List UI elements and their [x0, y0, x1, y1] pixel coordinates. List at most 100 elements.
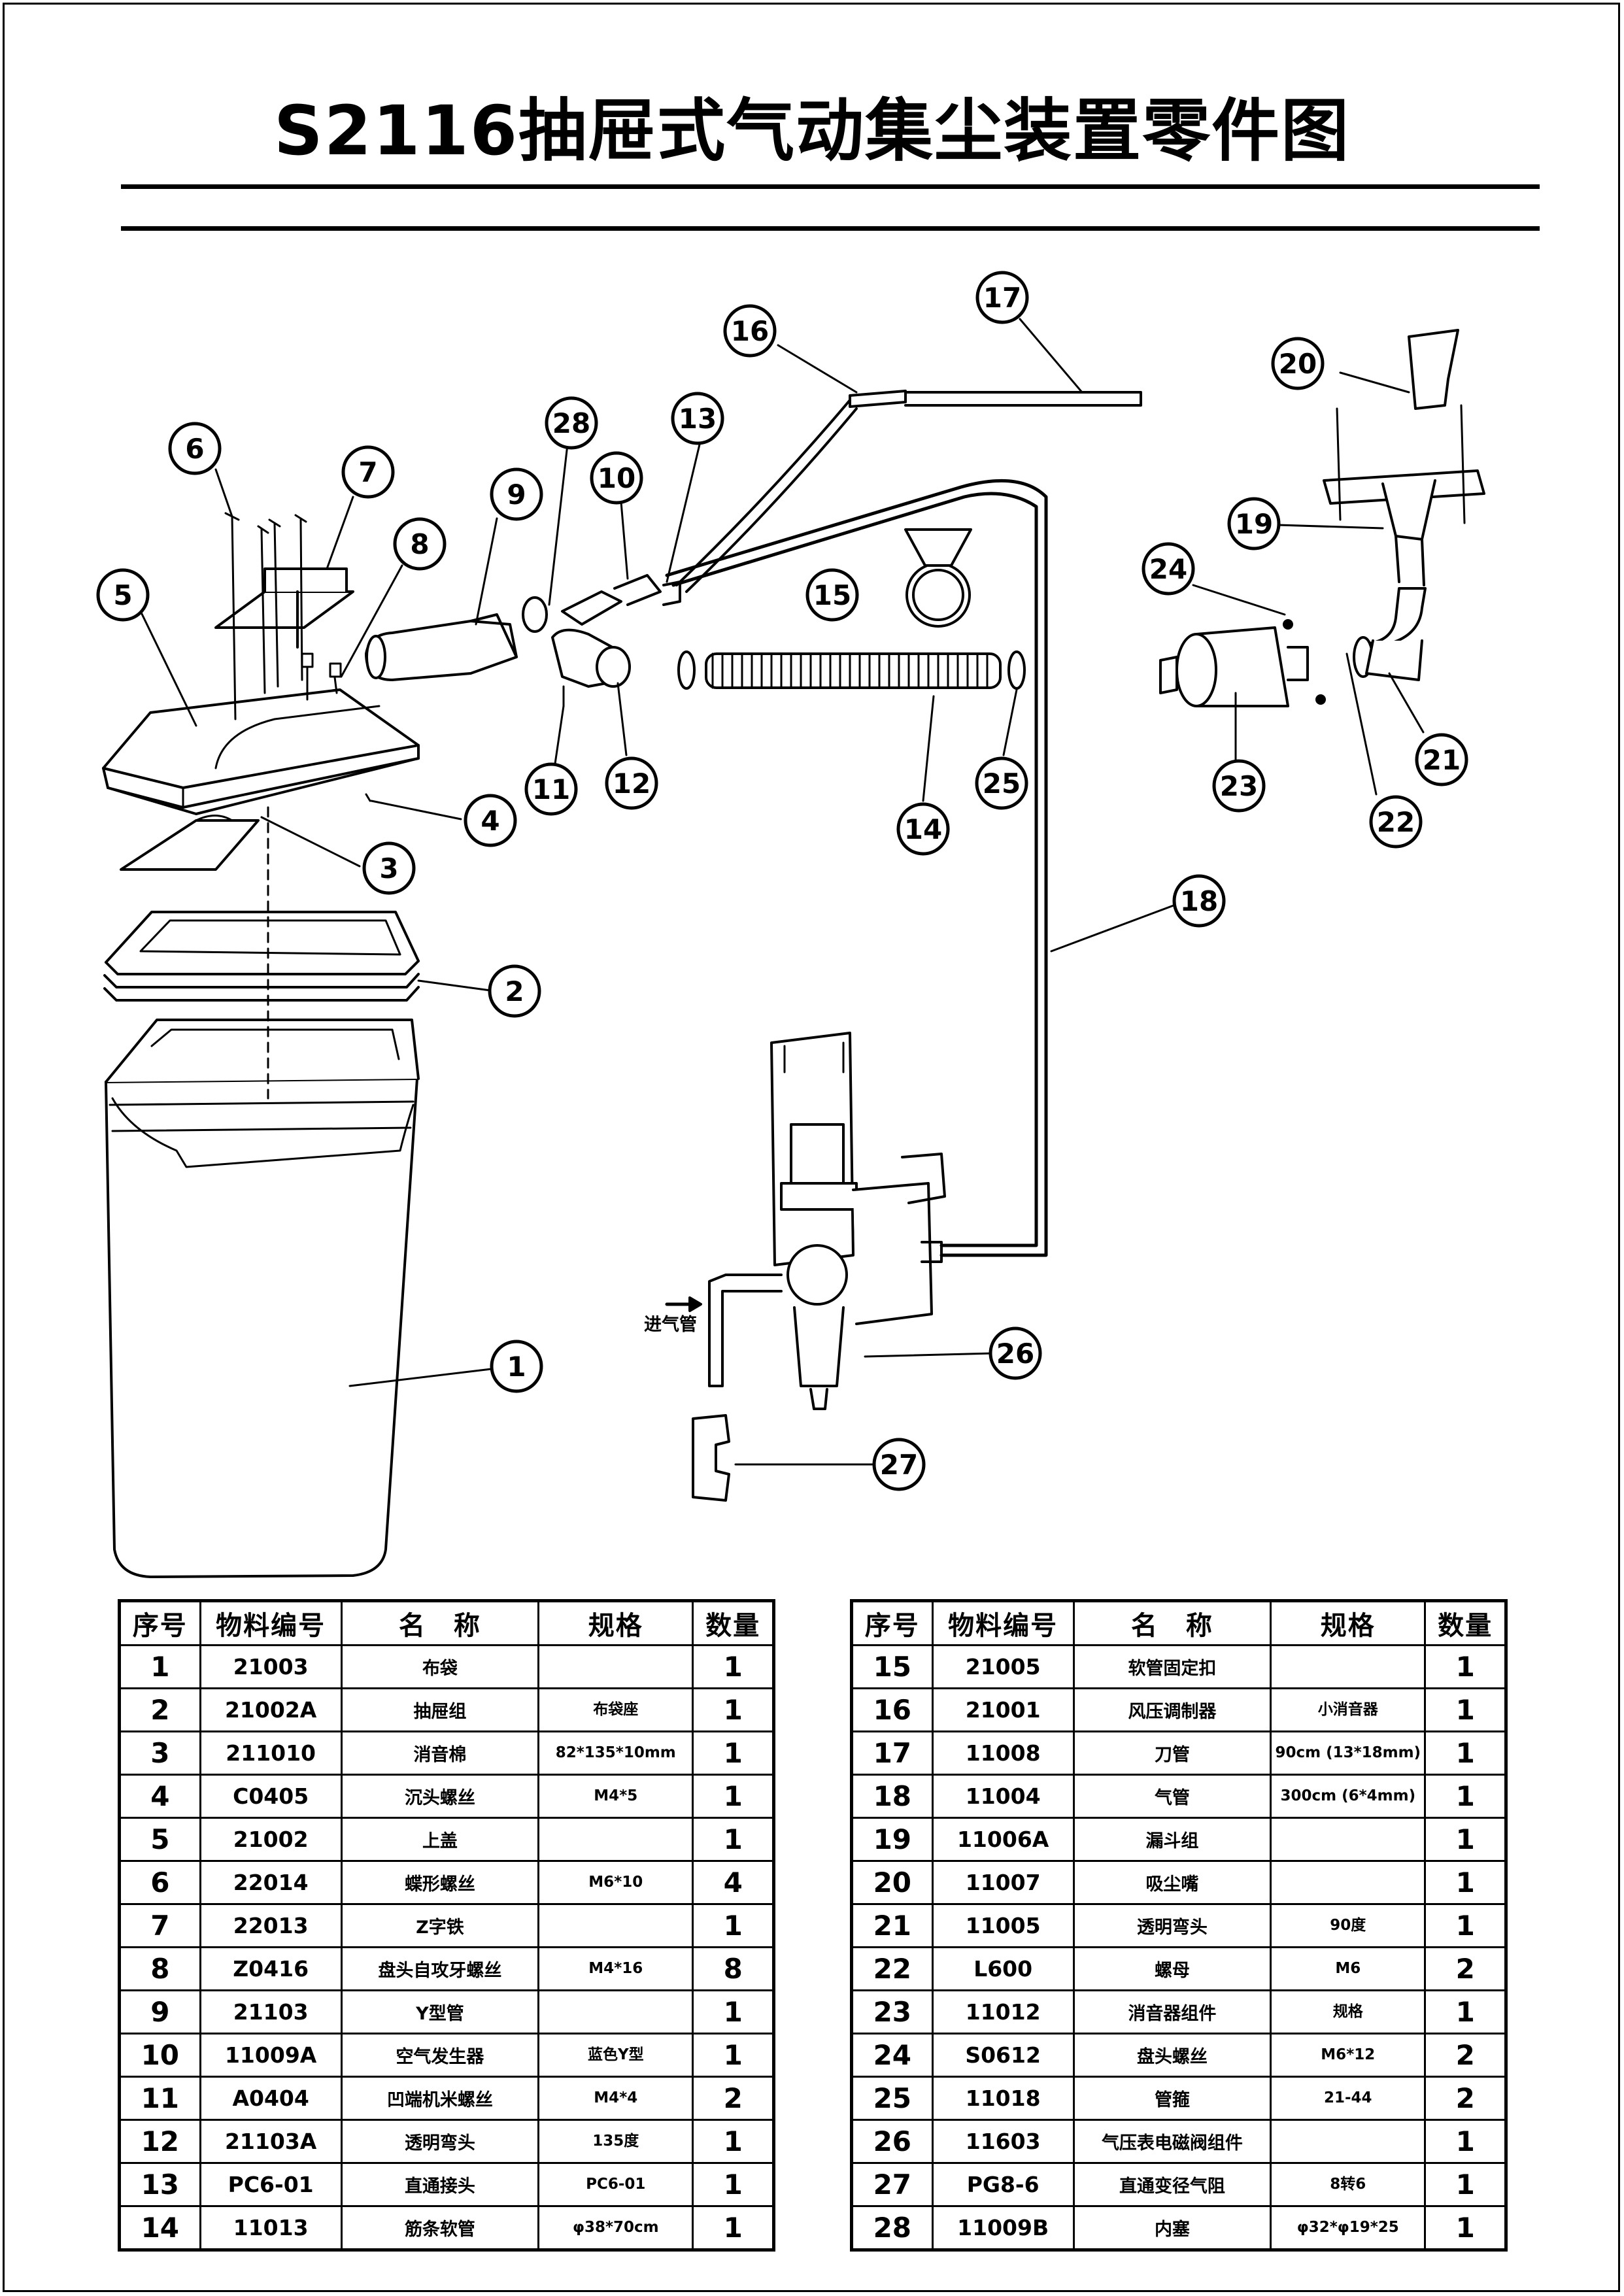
header-seq: 序号 — [851, 1600, 934, 1646]
part-ribbed-hose — [677, 650, 1026, 690]
cell-code: PC6-01 — [199, 2162, 343, 2207]
callout-circle — [168, 422, 222, 475]
callout-circle — [545, 396, 598, 450]
callout-circle — [723, 304, 777, 358]
cell-seq: 19 — [851, 1817, 934, 1862]
cell-spec: φ32*φ19*25 — [1270, 2205, 1427, 2251]
callout-number: 2 — [505, 975, 524, 1007]
callout-15: 15 — [805, 568, 859, 622]
cell-qty: 2 — [1424, 2033, 1507, 2078]
cell-spec: 布袋座 — [537, 1687, 694, 1732]
callout-circle — [488, 964, 541, 1018]
cell-code: 22014 — [199, 1860, 343, 1905]
callout-8: 8 — [393, 517, 447, 571]
cell-spec: 小消音器 — [1270, 1687, 1427, 1732]
cell-name: 气压表电磁阀组件 — [1072, 2119, 1272, 2164]
cell-name: 吸尘嘴 — [1072, 1860, 1272, 1905]
callout-18: 18 — [1172, 874, 1226, 928]
callout-7: 7 — [341, 445, 395, 499]
cell-qty: 1 — [692, 2119, 775, 2164]
cell-qty: 1 — [1424, 2162, 1507, 2207]
cell-spec — [537, 1644, 694, 1689]
cell-qty: 1 — [1424, 1644, 1507, 1689]
callout-circle — [362, 841, 416, 895]
cell-spec — [1270, 1817, 1427, 1862]
cell-code: 11013 — [199, 2205, 343, 2251]
cell-spec: M4*16 — [537, 1946, 694, 1991]
cell-qty: 2 — [1424, 1946, 1507, 1991]
callout-6: 6 — [168, 422, 222, 475]
cell-name: 刀管 — [1072, 1730, 1272, 1776]
cell-code: 21002 — [199, 1817, 343, 1862]
part-funnel-nozzle — [1323, 329, 1485, 586]
cell-seq: 10 — [118, 2033, 201, 2078]
cell-spec — [1270, 2119, 1427, 2164]
callout-3: 3 — [362, 841, 416, 895]
callout-number: 17 — [983, 282, 1021, 314]
cell-spec — [537, 1903, 694, 1948]
cell-spec: M4*4 — [537, 2076, 694, 2121]
callout-24: 24 — [1142, 542, 1195, 596]
cell-code: 11603 — [931, 2119, 1075, 2164]
callout-12: 12 — [605, 756, 658, 810]
cell-name: 盘头螺丝 — [1072, 2033, 1272, 2078]
callout-20: 20 — [1271, 337, 1325, 390]
cell-qty: 1 — [692, 1989, 775, 2034]
cell-qty: 1 — [692, 2205, 775, 2251]
cell-qty: 2 — [1424, 2076, 1507, 2121]
cell-qty: 2 — [692, 2076, 775, 2121]
part-top-lid — [102, 688, 420, 815]
cell-name: 管箍 — [1072, 2076, 1272, 2121]
callout-number: 12 — [613, 768, 651, 800]
cell-spec: 8转6 — [1270, 2162, 1427, 2207]
callout-number: 23 — [1220, 770, 1258, 802]
callout-circle — [896, 802, 950, 856]
cell-qty: 1 — [692, 1817, 775, 1862]
callout-23: 23 — [1212, 759, 1266, 813]
cell-code: 21001 — [931, 1687, 1075, 1732]
callout-circle — [872, 1438, 926, 1491]
callout-11: 11 — [524, 762, 578, 816]
cell-spec — [1270, 1644, 1427, 1689]
cell-qty: 1 — [1424, 1774, 1507, 1819]
cell-seq: 1 — [118, 1644, 201, 1689]
cell-name: 上盖 — [340, 1817, 540, 1862]
callout-5: 5 — [96, 568, 150, 622]
callout-circle — [975, 756, 1028, 810]
part-y-pipe — [365, 613, 518, 681]
cell-seq: 23 — [851, 1989, 934, 2034]
callout-circle — [975, 271, 1029, 324]
cell-seq: 17 — [851, 1730, 934, 1776]
cell-spec: 82*135*10mm — [537, 1730, 694, 1776]
page-frame — [3, 3, 1620, 2292]
cell-code: 22013 — [199, 1903, 343, 1948]
cell-code: 21103 — [199, 1989, 343, 2034]
cell-qty: 1 — [1424, 1860, 1507, 1905]
cell-name: 凹端机米螺丝 — [340, 2076, 540, 2121]
callout-number: 26 — [996, 1338, 1034, 1370]
callout-number: 13 — [679, 403, 717, 435]
header-name: 名 称 — [1072, 1600, 1272, 1646]
cell-qty: 1 — [692, 1774, 775, 1819]
cell-seq: 2 — [118, 1687, 201, 1732]
part-sound-pad — [120, 815, 260, 871]
cell-seq: 27 — [851, 2162, 934, 2207]
cell-qty: 1 — [1424, 2205, 1507, 2251]
cell-spec: 90cm (13*18mm) — [1270, 1730, 1427, 1776]
cell-seq: 14 — [118, 2205, 201, 2251]
